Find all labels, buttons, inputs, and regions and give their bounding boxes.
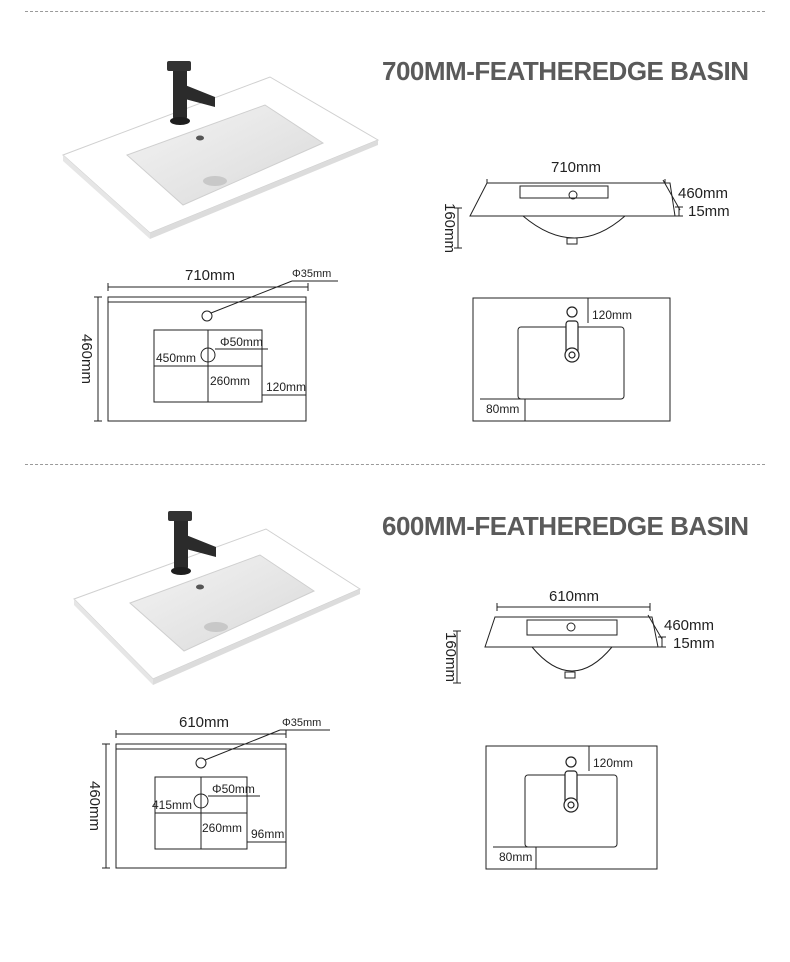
tap-hole xyxy=(201,310,213,322)
front-height-label: 160mm xyxy=(442,632,459,682)
top-divider xyxy=(25,11,765,12)
top-view: 610mm Φ35mm 460mm Φ50mm 415mm 260mm 96mm xyxy=(86,714,330,869)
front-depth-label: 460mm xyxy=(678,185,728,202)
waste-hole xyxy=(193,793,209,809)
front-width-label: 710mm xyxy=(551,159,601,176)
middle-divider xyxy=(25,464,765,465)
top-view: 710mm Φ35mm 460mm Φ50mm 450mm 260mm 120m… xyxy=(78,267,338,422)
front-view: 610mm 460mm 15mm 160mm xyxy=(442,588,715,684)
mixer-tap-icon xyxy=(167,61,215,125)
basin-photo xyxy=(62,61,380,239)
plan-view: 120mm 80mm xyxy=(485,745,658,870)
front-depth-label: 460mm xyxy=(664,617,714,634)
depth-dimension-line xyxy=(647,614,663,640)
mixer-tap-icon xyxy=(168,511,216,575)
front-rim-label: 15mm xyxy=(673,635,715,652)
top-width-label: 610mm xyxy=(179,714,229,731)
side-offset-label: 80mm xyxy=(486,402,519,416)
tap-hole xyxy=(195,757,207,769)
top-depth-label: 460mm xyxy=(78,334,95,384)
waste-label: Φ50mm xyxy=(220,335,263,349)
bowl-length-label: 450mm xyxy=(156,351,196,365)
section-700: 700MM-FEATHEREDGE BASIN xyxy=(0,0,790,450)
top-width-label: 710mm xyxy=(185,267,235,284)
bowl-width-label: 260mm xyxy=(210,374,250,388)
bowl-width-label: 260mm xyxy=(202,821,242,835)
front-rim-label: 15mm xyxy=(688,203,730,220)
mixer-tap-icon xyxy=(563,756,579,813)
section-600: 600MM-FEATHEREDGE BASIN xyxy=(0,455,790,905)
waste-label: Φ50mm xyxy=(212,782,255,796)
tap-offset-label: 120mm xyxy=(593,756,633,770)
side-offset-label: 80mm xyxy=(499,850,532,864)
waste-hole xyxy=(200,347,216,363)
section-title: 600MM-FEATHEREDGE BASIN xyxy=(382,511,749,541)
front-width-label: 610mm xyxy=(549,588,599,605)
edge-offset-label: 120mm xyxy=(266,380,306,394)
basin-photo xyxy=(73,511,362,685)
plan-view: 120mm 80mm xyxy=(472,297,671,422)
bowl-length-label: 415mm xyxy=(152,798,192,812)
mixer-tap-icon xyxy=(564,306,580,363)
front-view: 710mm 460mm 15mm 160mm xyxy=(441,159,730,253)
depth-dimension-line xyxy=(662,179,681,211)
section-title: 700MM-FEATHEREDGE BASIN xyxy=(382,56,749,86)
tap-offset-label: 120mm xyxy=(592,308,632,322)
tap-hole-label: Φ35mm xyxy=(292,268,331,280)
edge-offset-label: 96mm xyxy=(251,827,284,841)
tap-hole-label: Φ35mm xyxy=(282,717,321,729)
top-depth-label: 460mm xyxy=(86,781,103,831)
front-height-label: 160mm xyxy=(441,203,458,253)
